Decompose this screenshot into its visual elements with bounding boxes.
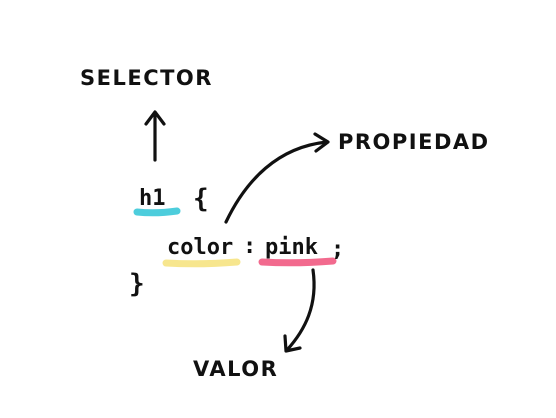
- curved-arrow-right-icon: [224, 132, 330, 224]
- selector-code: h1: [139, 186, 166, 211]
- property-highlight: [162, 258, 241, 268]
- colon: :: [243, 234, 256, 259]
- close-brace: }: [129, 269, 145, 299]
- selector-label: SELECTOR: [80, 66, 213, 90]
- propiedad-label: PROPIEDAD: [338, 130, 490, 154]
- arrow-up-icon: [144, 110, 166, 162]
- value-code: pink: [265, 235, 318, 260]
- value-highlight: [258, 257, 337, 267]
- valor-label: VALOR: [193, 357, 278, 381]
- semicolon: ;: [331, 237, 344, 262]
- selector-highlight: [133, 207, 181, 217]
- open-brace: {: [193, 184, 209, 214]
- curved-arrow-down-icon: [283, 268, 316, 353]
- property-code: color: [167, 235, 233, 260]
